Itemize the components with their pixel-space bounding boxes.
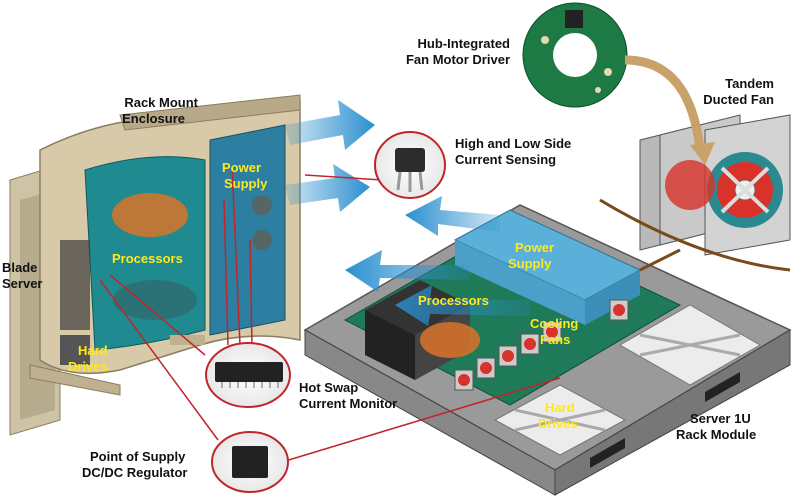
callout-rack-hard-drives: Hard Drives [538,400,578,431]
callout-blade-processors: Processors [112,251,183,266]
svg-text:Tandem: Tandem [725,76,774,91]
tandem-fan-illustration [639,114,791,256]
callout-rack-power-supply: Power Supply [508,240,554,271]
label-server-1u: Server 1U Rack Module [676,411,756,442]
fan-to-rack-line [599,198,791,272]
current-sensing-lens [304,131,446,199]
callout-rack-processors: Processors [418,293,489,308]
svg-text:Ducted Fan: Ducted Fan [703,92,774,107]
svg-text:Fans: Fans [540,332,570,347]
pos-regulator-lens [99,279,561,493]
fan-pointer-line [639,248,681,272]
svg-text:Point of Supply: Point of Supply [90,449,186,464]
label-current-sensing: High and Low Side Current Sensing [455,136,571,167]
svg-text:High and Low Side: High and Low Side [455,136,571,151]
svg-text:DC/DC Regulator: DC/DC Regulator [82,465,187,480]
hub-driver-illustration [522,2,628,108]
svg-text:Drives: Drives [68,359,108,374]
callout-blade-power-supply: Power Supply [222,160,268,191]
svg-text:Supply: Supply [508,256,552,271]
svg-text:Rack Module: Rack Module [676,427,756,442]
label-pos-regulator: Point of Supply DC/DC Regulator [82,449,187,480]
label-hub-driver: Hub-Integrated Fan Motor Driver [406,36,510,67]
svg-text:Enclosure: Enclosure [122,111,185,126]
svg-text:Drives: Drives [538,416,578,431]
driver-to-fan-arrow [624,55,705,151]
svg-text:Supply: Supply [224,176,268,191]
svg-text:Current Monitor: Current Monitor [299,396,397,411]
label-blade-server: Blade Server [2,260,42,291]
label-tandem-fan: Tandem Ducted Fan [703,76,774,107]
svg-text:Current Sensing: Current Sensing [455,152,556,167]
svg-text:Server 1U: Server 1U [690,411,751,426]
svg-text:Hard: Hard [545,400,575,415]
rack-cooling-fans [454,299,629,391]
callout-rack-cooling-fans: Cooling Fans [530,316,578,347]
svg-text:Power: Power [222,160,261,175]
svg-text:Fan Motor Driver: Fan Motor Driver [406,52,510,67]
svg-text:Cooling: Cooling [530,316,578,331]
label-hot-swap: Hot Swap Current Monitor [299,380,397,411]
blade-processor-heatsink [112,193,188,237]
callout-blade-hard-drives: Hard Drives [68,343,108,374]
svg-text:Server: Server [2,276,42,291]
svg-text:Hard: Hard [78,343,108,358]
blade-server-illustration [9,94,301,436]
hot-swap-lens [109,164,291,408]
svg-text:Rack Mount: Rack Mount [124,95,198,110]
svg-text:Hub-Integrated: Hub-Integrated [418,36,511,51]
svg-text:Hot Swap: Hot Swap [299,380,358,395]
airflow-arrows [285,100,530,326]
svg-text:Blade: Blade [2,260,37,275]
label-rack-enclosure: Rack Mount Enclosure [122,95,199,126]
svg-text:Power: Power [515,240,554,255]
